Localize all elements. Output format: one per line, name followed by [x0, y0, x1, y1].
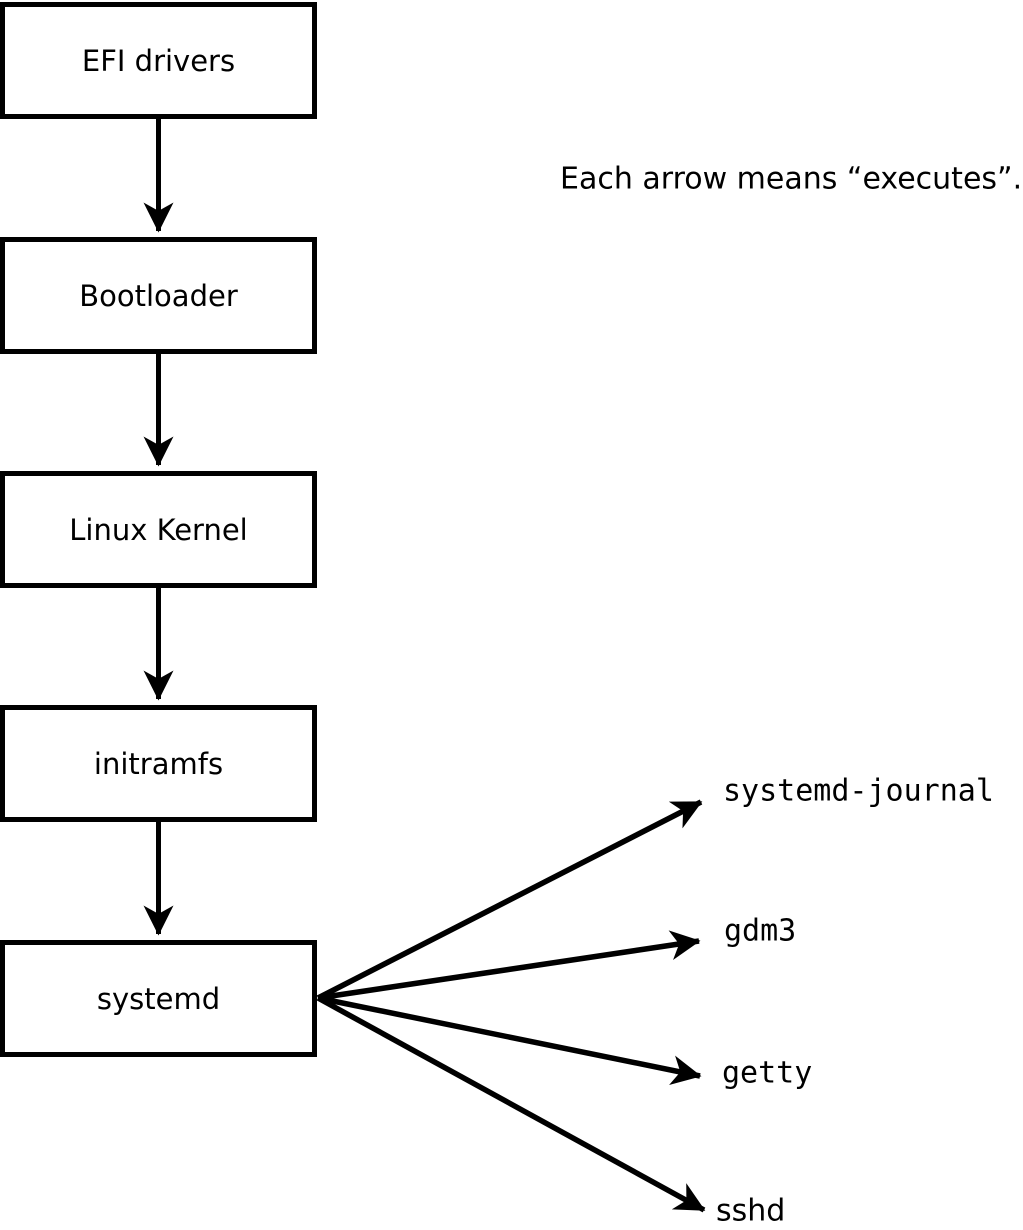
- child-label-sshd: sshd: [716, 1193, 786, 1229]
- arrow-systemd-to-sshd: [316, 995, 706, 1213]
- node-label: systemd: [96, 981, 221, 1016]
- arrow-systemd-to-journal: [316, 799, 703, 1001]
- node-efi-drivers: EFI drivers: [0, 2, 317, 119]
- annotation-text: Each arrow means “executes”.: [560, 161, 1023, 197]
- child-label-systemd-journal: systemd-journal: [723, 773, 994, 809]
- node-initramfs: initramfs: [0, 705, 317, 822]
- child-label-getty: getty: [722, 1055, 813, 1091]
- node-label: EFI drivers: [81, 43, 236, 78]
- node-systemd: systemd: [0, 940, 317, 1057]
- arrow-systemd-to-gdm3: [317, 930, 701, 1001]
- node-bootloader: Bootloader: [0, 237, 317, 354]
- node-label: Linux Kernel: [69, 512, 248, 547]
- node-label: Bootloader: [79, 278, 238, 313]
- arrow-systemd-to-getty: [317, 995, 702, 1085]
- child-label-gdm3: gdm3: [724, 913, 797, 949]
- node-linux-kernel: Linux Kernel: [0, 471, 317, 588]
- node-label: initramfs: [93, 746, 224, 781]
